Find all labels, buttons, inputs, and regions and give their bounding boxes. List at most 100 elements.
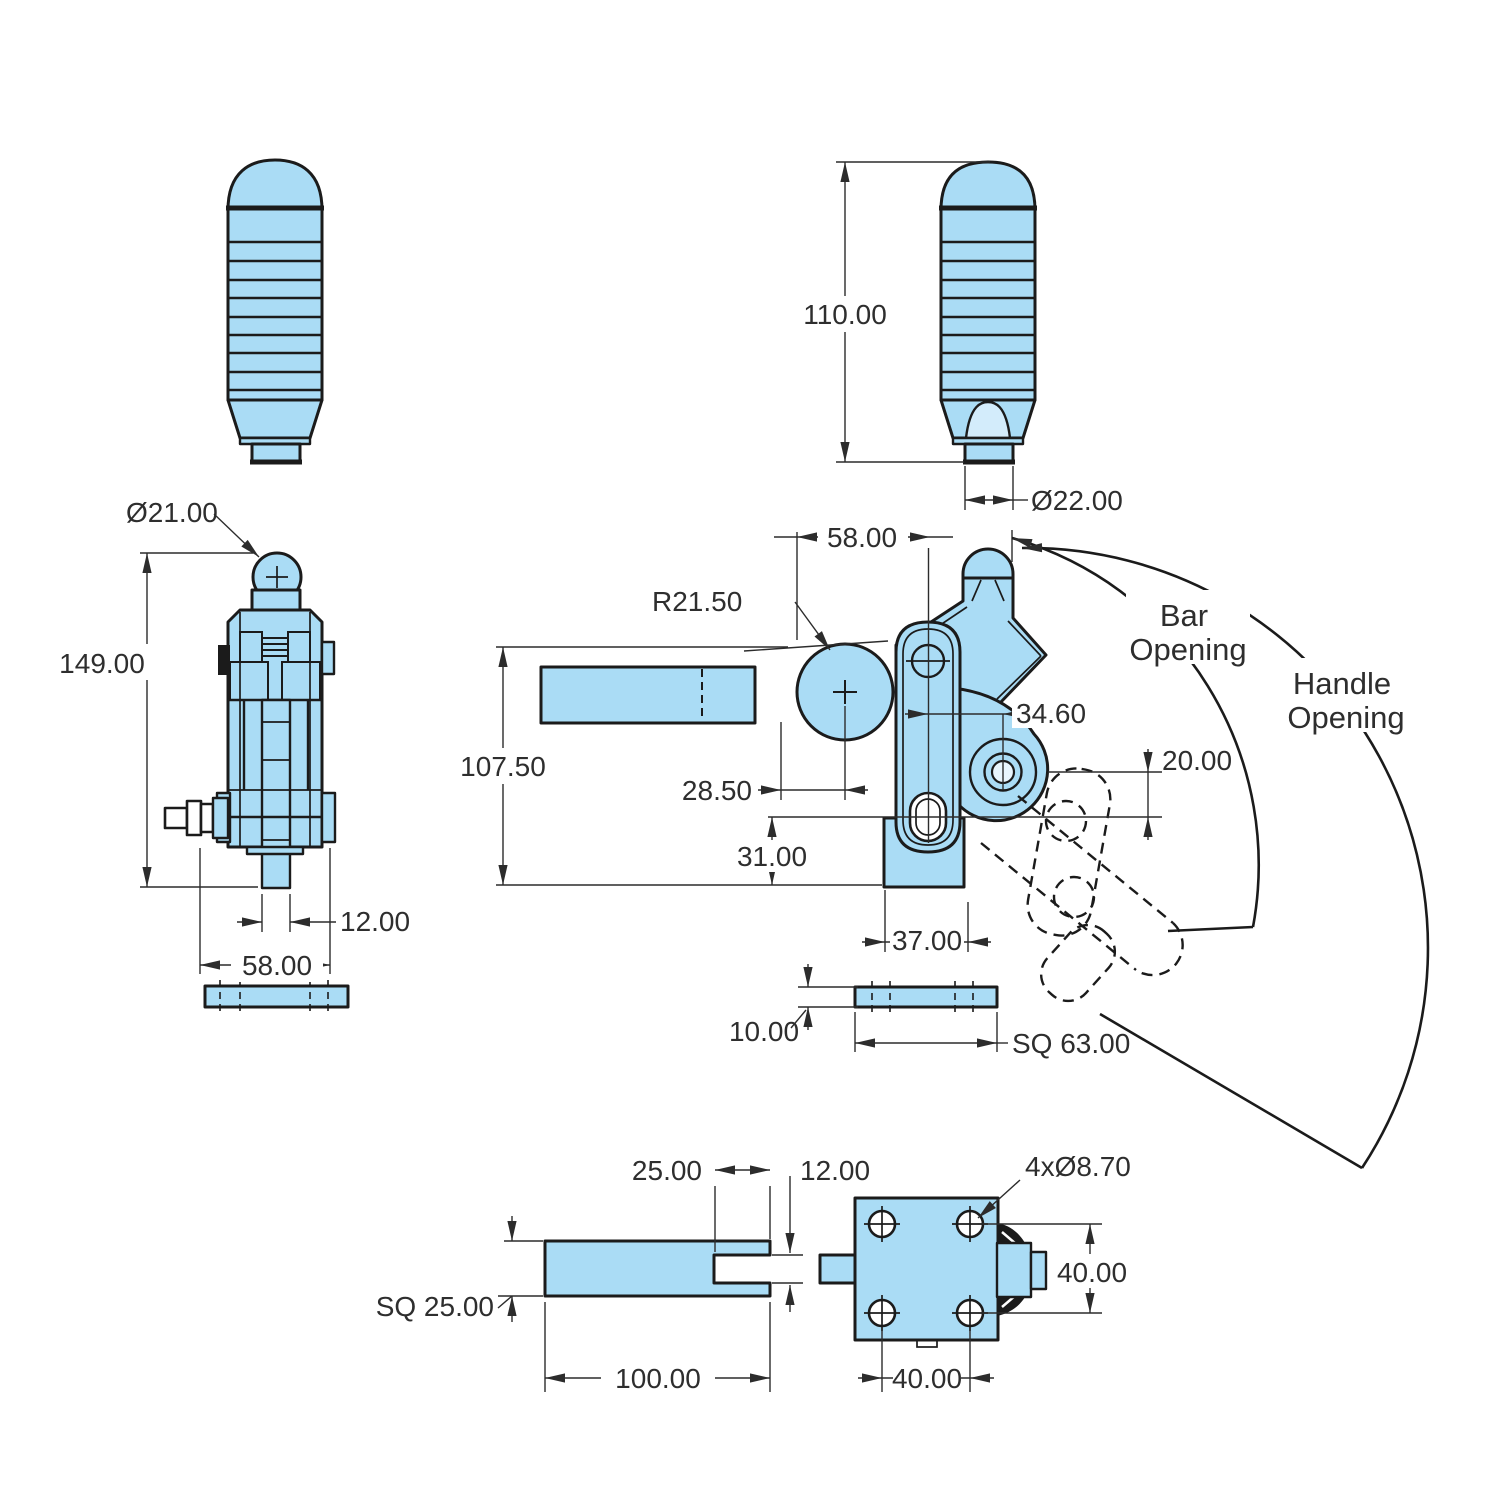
open-hole-b	[1052, 875, 1096, 919]
dim-149	[140, 552, 258, 888]
dim-22	[964, 466, 1028, 510]
center-bar-front	[260, 698, 292, 890]
dim-sq25	[497, 1216, 543, 1322]
open-link-outline	[1026, 767, 1112, 937]
arm-stub-bottom	[818, 1253, 857, 1285]
bolt-head	[163, 806, 189, 830]
dim-slot-width: 12.00	[800, 1155, 870, 1186]
clamp-side-view: Bar Opening Handle Opening 58.00 R21.50 …	[447, 520, 1430, 1170]
dim-front-width: 58.00	[242, 950, 312, 981]
bolt-washer	[199, 802, 215, 834]
handle-cone	[964, 400, 1012, 440]
dim-20	[768, 749, 1162, 840]
pivot-cross	[833, 680, 857, 704]
dim-pivot-center: 28.50	[682, 775, 752, 806]
open-bar-end-cap	[1135, 922, 1184, 977]
upper-mech	[229, 631, 321, 701]
dim-107-bg	[447, 748, 559, 784]
plate-hole-hidden-lines	[219, 980, 329, 1013]
dim-110-bg	[788, 296, 902, 332]
right-lower-tab	[320, 791, 337, 844]
dim-pivot-radius: R21.50	[652, 586, 742, 617]
base-plate-side	[853, 985, 999, 1009]
dim-58f-bg	[231, 948, 323, 982]
foot-block-2	[1029, 1250, 1048, 1291]
bar-opening-label-2: Opening	[1129, 632, 1246, 667]
dim-bar-width-front: 12.00	[340, 906, 410, 937]
dim-handle-dia: Ø22.00	[1031, 485, 1123, 516]
handle-opening-arc	[1021, 543, 1430, 1169]
handle-stem	[250, 442, 302, 463]
bolt-nut	[185, 799, 203, 837]
r21-tangent	[743, 640, 889, 652]
dim-mount-height: 31.00	[737, 841, 807, 872]
dim-plate-square: SQ 63.00	[1012, 1028, 1130, 1059]
open-hole-a	[1044, 799, 1088, 843]
dim-holes: 4xØ8.70	[1025, 1151, 1131, 1182]
plate-notch	[916, 1339, 938, 1348]
bar-opening-chord	[1167, 925, 1254, 933]
bar-opening-bg	[1126, 590, 1250, 664]
handle-body	[939, 206, 1037, 402]
bar-bottom-view	[543, 1239, 772, 1298]
handle-opening-label-1: Handle	[1293, 666, 1391, 701]
foot-block-1	[995, 1241, 1033, 1299]
bar-detail-lines	[228, 721, 322, 841]
dim-pin-offset: 34.60	[1016, 698, 1086, 729]
dim-total-height: 149.00	[59, 648, 145, 679]
dim-100-bg	[601, 1360, 715, 1394]
clamp-front-view: Ø21.00 149.00 12.00 58.00	[45, 497, 410, 1013]
handle-collar	[226, 398, 324, 440]
bottom-view: 25.00 12.00 SQ 25.00 100.00 4xØ8.70	[376, 1151, 1131, 1394]
handle-dome	[226, 158, 324, 212]
dim-top-offset: 58.00	[827, 522, 897, 553]
left-tab-dark	[218, 645, 230, 675]
handle-grip-side-view	[226, 158, 324, 465]
dim-slot-depth: 25.00	[632, 1155, 702, 1186]
dim-sq63	[854, 1012, 1008, 1052]
holes-leader	[977, 1179, 1021, 1219]
handle-opening-bg	[1290, 658, 1406, 732]
dim-knob-dia: Ø21.00	[126, 497, 218, 528]
dim-25	[714, 1165, 771, 1252]
dim-pin-height: 20.00	[1162, 745, 1232, 776]
dim-149-bg	[45, 644, 159, 680]
body-foot	[245, 845, 305, 856]
dim-bar-square: SQ 25.00	[376, 1291, 494, 1322]
dim-40r-bg	[1056, 1254, 1126, 1288]
dim-34-bg	[1012, 696, 1104, 728]
spindle-neck	[250, 588, 302, 612]
handle-body	[226, 206, 324, 402]
dim-10	[790, 964, 858, 1030]
clamp-bar-side	[539, 665, 757, 725]
handle-opening-radius	[1099, 1012, 1363, 1170]
dim-21-leader	[213, 513, 260, 558]
dim-37-bg	[890, 924, 964, 956]
bar-opening-arc	[1011, 536, 1261, 928]
r21-leader	[794, 601, 831, 651]
handle-ribs	[228, 240, 322, 392]
base-plate-hole-lines	[871, 981, 974, 1013]
open-handle-stub	[1039, 923, 1117, 1003]
dim-bar-length: 100.00	[615, 1363, 701, 1394]
dim-handle-height: 110.00	[803, 299, 887, 330]
right-tab	[320, 640, 336, 676]
dim-58t-bg	[818, 520, 908, 554]
dim-12-front	[237, 894, 336, 932]
dim-body-height: 107.50	[460, 751, 546, 782]
open-bar-edge-top	[1017, 795, 1174, 924]
open-bar-edge-bottom	[980, 842, 1137, 971]
bar-opening-label-1: Bar	[1160, 598, 1208, 633]
dim-12-bottom	[772, 1176, 803, 1312]
bolt-boss	[211, 796, 230, 840]
handle-stem	[963, 442, 1015, 463]
handle-grip-dim-view: 110.00 Ø22.00	[788, 160, 1123, 516]
dim-hole-spacing-h: 40.00	[892, 1363, 962, 1394]
dim-40b-bg	[893, 1362, 961, 1392]
base-plate-strip-front	[203, 984, 350, 1009]
handle-opening-label-2: Opening	[1287, 700, 1404, 735]
link-inner-contour	[902, 628, 954, 846]
open-position-dashed	[980, 767, 1184, 1003]
